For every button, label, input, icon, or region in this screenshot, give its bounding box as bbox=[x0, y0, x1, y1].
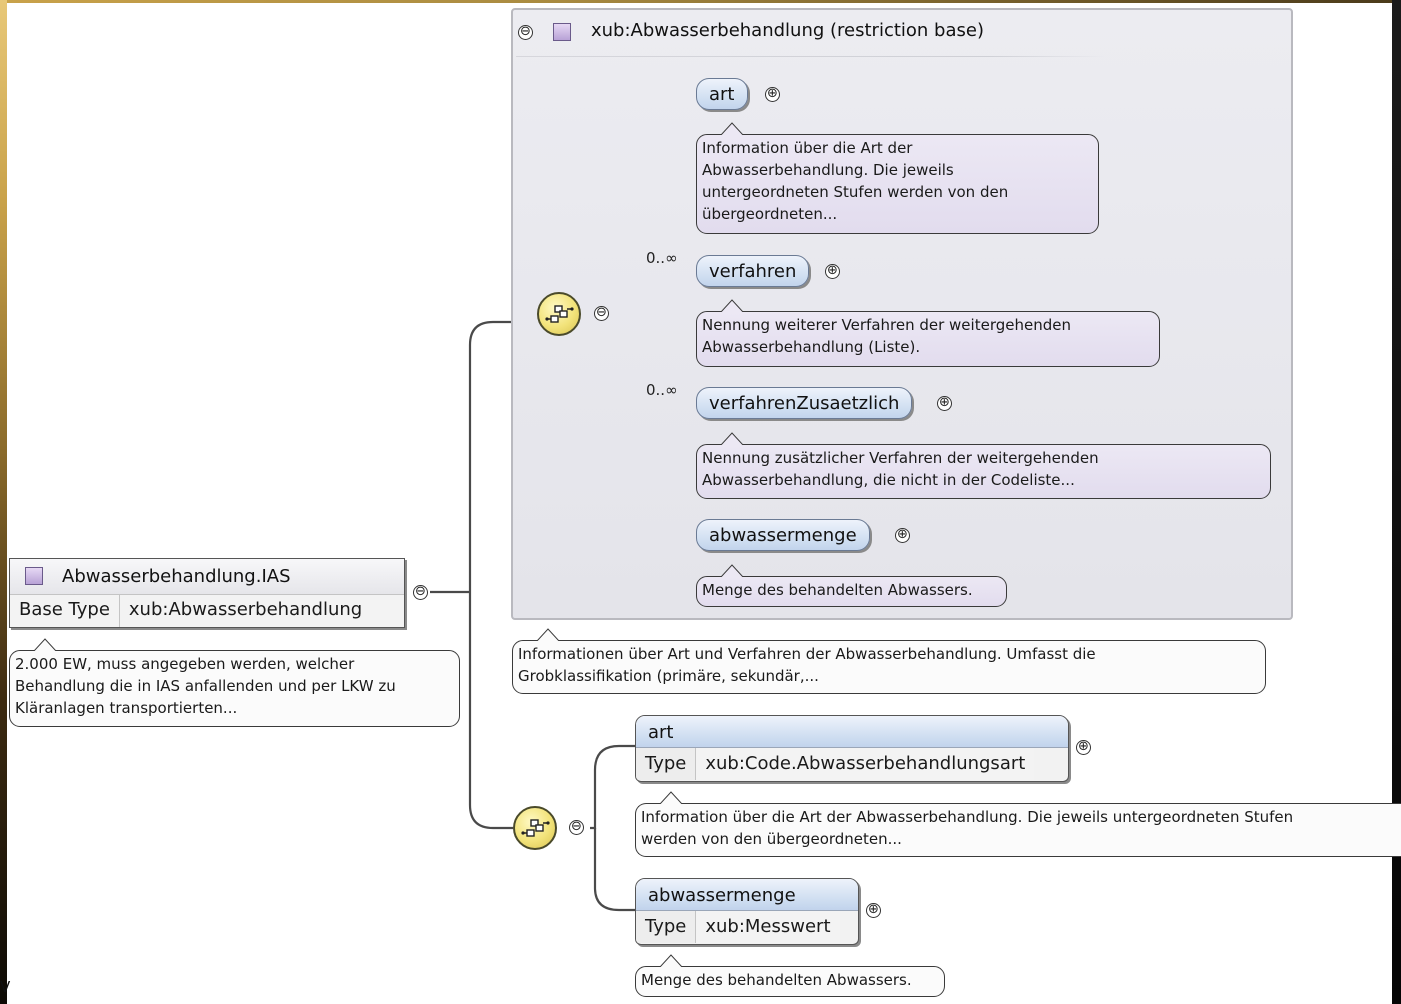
occurs-verfahren-zusaetzlich: 0..∞ bbox=[646, 381, 678, 399]
extension-abwassermenge-doc-text: Menge des behandelten Abwassers. bbox=[641, 971, 912, 989]
extension-art-doc: Information über die Art der Abwasserbeh… bbox=[635, 791, 1401, 857]
root-doc: 2.000 EW, muss angegeben werden, welcher… bbox=[9, 638, 460, 727]
expand-verfahren-zusaetzlich-toggle[interactable]: ⊕ bbox=[937, 396, 952, 411]
extension-art-name: art bbox=[636, 716, 1068, 748]
window-left-edge bbox=[0, 0, 7, 1004]
expand-verfahren-toggle[interactable]: ⊕ bbox=[825, 264, 840, 279]
occurs-verfahren: 0..∞ bbox=[646, 249, 678, 267]
doc-abwassermenge-text: Menge des behandelten Abwassers. bbox=[702, 581, 973, 599]
root-element[interactable]: Abwasserbehandlung.IAS Base Type xub:Abw… bbox=[9, 558, 405, 628]
extension-element-abwassermenge[interactable]: abwassermenge Type xub:Messwert bbox=[635, 878, 859, 945]
element-art[interactable]: art bbox=[696, 78, 748, 110]
group-doc-text: Informationen über Art und Verfahren der… bbox=[518, 645, 1096, 685]
expand-extension-abwassermenge-toggle[interactable]: ⊕ bbox=[866, 903, 881, 918]
doc-verfahren-text: Nennung weiterer Verfahren der weitergeh… bbox=[702, 316, 1071, 356]
type-value: xub:Messwert bbox=[696, 911, 840, 943]
element-verfahren[interactable]: verfahren bbox=[696, 255, 810, 287]
sequence-compositor-icon[interactable] bbox=[513, 806, 557, 850]
extension-element-art[interactable]: art Type xub:Code.Abwasserbehandlungsart bbox=[635, 715, 1069, 782]
sequence-compositor-icon[interactable] bbox=[537, 292, 581, 336]
base-type-label: Base Type bbox=[10, 595, 120, 627]
group-doc: Informationen über Art und Verfahren der… bbox=[512, 628, 1266, 694]
doc-verfahren-zusaetzlich: Nennung zusätzlicher Verfahren der weite… bbox=[696, 432, 1271, 499]
group-collapse-toggle[interactable]: ⊖ bbox=[518, 25, 533, 40]
root-doc-text: 2.000 EW, muss angegeben werden, welcher… bbox=[15, 655, 396, 717]
window-top-edge bbox=[0, 0, 1401, 3]
root-element-header: Abwasserbehandlung.IAS bbox=[10, 559, 404, 595]
expand-abwassermenge-toggle[interactable]: ⊕ bbox=[895, 528, 910, 543]
expand-art-toggle[interactable]: ⊕ bbox=[765, 87, 780, 102]
expand-extension-art-toggle[interactable]: ⊕ bbox=[1076, 740, 1091, 755]
base-type-value: xub:Abwasserbehandlung bbox=[128, 599, 363, 620]
element-abwassermenge[interactable]: abwassermenge bbox=[696, 519, 870, 551]
corner-text: V bbox=[0, 978, 11, 996]
doc-abwassermenge: Menge des behandelten Abwassers. bbox=[696, 564, 1007, 607]
complex-type-icon bbox=[25, 567, 43, 585]
compositor-collapse-toggle[interactable]: ⊖ bbox=[594, 306, 609, 321]
doc-art-text: Information über die Art der Abwasserbeh… bbox=[702, 139, 1009, 223]
extension-art-doc-text: Information über die Art der Abwasserbeh… bbox=[641, 808, 1294, 848]
extension-abwassermenge-name: abwassermenge bbox=[636, 879, 858, 911]
compositor-collapse-toggle[interactable]: ⊖ bbox=[569, 820, 584, 835]
window-right-edge bbox=[1392, 0, 1401, 1004]
element-verfahren-zusaetzlich[interactable]: verfahrenZusaetzlich bbox=[696, 387, 913, 419]
doc-art: Information über die Art der Abwasserbeh… bbox=[696, 122, 1099, 234]
group-title: xub:Abwasserbehandlung (restriction base… bbox=[591, 20, 984, 41]
extension-abwassermenge-type-row: Type xub:Messwert bbox=[636, 911, 858, 943]
type-value: xub:Code.Abwasserbehandlungsart bbox=[696, 748, 1035, 780]
doc-verfahren: Nennung weiterer Verfahren der weitergeh… bbox=[696, 299, 1160, 367]
root-collapse-toggle[interactable]: ⊖ bbox=[413, 585, 428, 600]
group-separator bbox=[516, 56, 1106, 57]
type-label: Type bbox=[636, 748, 697, 780]
extension-art-type-row: Type xub:Code.Abwasserbehandlungsart bbox=[636, 748, 1068, 780]
root-element-name: Abwasserbehandlung.IAS bbox=[62, 566, 291, 587]
type-label: Type bbox=[636, 911, 697, 943]
complex-type-icon bbox=[553, 23, 571, 41]
root-base-type-row: Base Type xub:Abwasserbehandlung bbox=[10, 595, 404, 627]
doc-verfahren-zusaetzlich-text: Nennung zusätzlicher Verfahren der weite… bbox=[702, 449, 1099, 489]
extension-abwassermenge-doc: Menge des behandelten Abwassers. bbox=[635, 954, 945, 997]
